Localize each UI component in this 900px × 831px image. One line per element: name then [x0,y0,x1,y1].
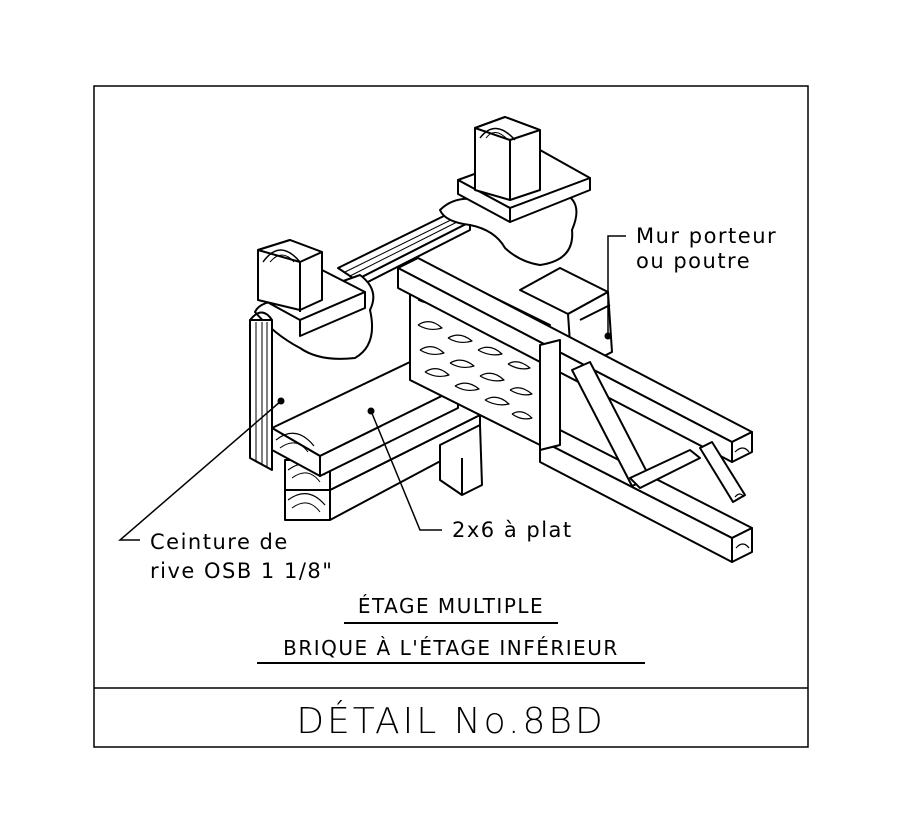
rim-label-line1: Ceinture de [150,530,289,554]
leaders [117,235,626,541]
plank-leader [370,410,442,531]
wall-leader [607,235,626,336]
plank-label: 2x6 à plat [452,518,573,542]
wall-label-line1: Mur porteur [636,224,777,248]
wall-label-line2: ou poutre [636,249,751,273]
rim-label-line2: rive OSB 1 1/8" [150,559,333,583]
drawing-border [93,85,809,748]
left-support-block [254,239,375,360]
isometric-floor-assembly [249,116,753,563]
osb-rim-board [249,311,273,471]
caption-line1: ÉTAGE MULTIPLE [358,594,544,618]
rim-leader-dot [277,397,285,405]
far-support-block [439,116,591,266]
plank-leader-dot [367,407,375,415]
rim-leader [117,400,282,541]
detail-title: DÉTAIL No.8BD [296,700,605,742]
open-web-floor-truss [397,257,753,563]
wall-leader-dot [604,332,612,340]
caption-line2: BRIQUE À L'ÉTAGE INFÉRIEUR [283,636,619,660]
